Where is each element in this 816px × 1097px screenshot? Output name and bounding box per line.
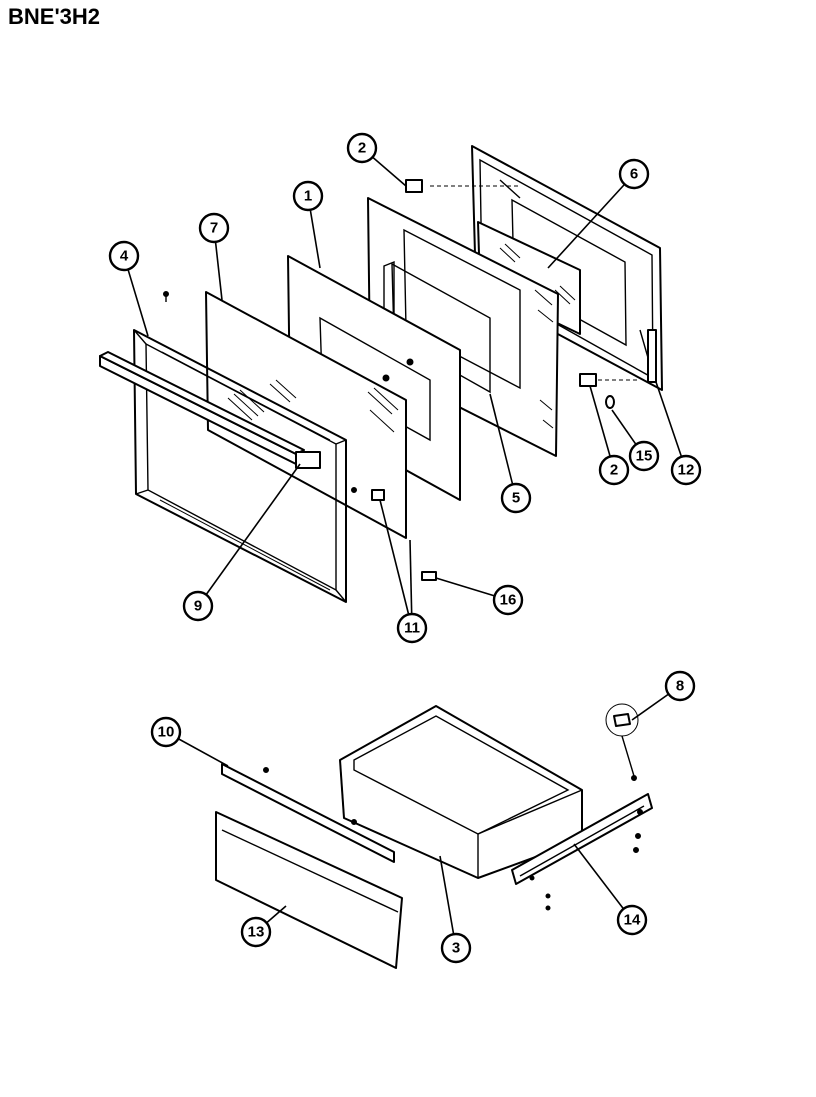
callout-label: 6 xyxy=(630,166,638,183)
slide-stop-detail xyxy=(605,703,639,777)
callout-2-top: 2 xyxy=(346,132,378,164)
door-handle xyxy=(99,351,321,469)
callout-14: 14 xyxy=(616,904,648,936)
drawer-box xyxy=(339,705,583,879)
callout-label: 5 xyxy=(512,490,520,507)
callout-label: 2 xyxy=(610,462,618,479)
callout-12: 12 xyxy=(670,454,702,486)
callout-7: 7 xyxy=(198,212,230,244)
callout-16: 16 xyxy=(492,584,524,616)
callout-label: 9 xyxy=(194,598,202,615)
callout-1: 1 xyxy=(292,180,324,212)
callout-label: 15 xyxy=(636,448,653,465)
callout-label: 16 xyxy=(500,592,517,609)
door-outer-frame xyxy=(133,329,347,603)
callout-label: 4 xyxy=(120,248,129,265)
callout-label: 13 xyxy=(248,924,265,941)
callout-10: 10 xyxy=(150,716,182,748)
callout-3: 3 xyxy=(440,932,472,964)
callout-9: 9 xyxy=(182,590,214,622)
callout-label: 14 xyxy=(624,912,641,929)
callout-2-bottom: 2 xyxy=(598,454,630,486)
door-outer-glass xyxy=(205,291,407,539)
callout-label: 1 xyxy=(304,188,312,205)
callout-label: 2 xyxy=(358,140,366,157)
model-number-title: BNE'3H2 xyxy=(8,4,101,29)
callout-4: 4 xyxy=(108,240,140,272)
drawer-bracket xyxy=(221,763,395,863)
callout-label: 8 xyxy=(676,678,684,695)
callout-label: 10 xyxy=(158,724,175,741)
callout-11: 11 xyxy=(396,612,428,644)
callout-6: 6 xyxy=(618,158,650,190)
callout-label: 7 xyxy=(210,220,218,237)
callout-13: 13 xyxy=(240,916,272,948)
callout-8: 8 xyxy=(664,670,696,702)
callout-label: 12 xyxy=(678,462,695,479)
callout-15: 15 xyxy=(628,440,660,472)
callout-label: 11 xyxy=(404,620,420,637)
drawer-slide xyxy=(511,775,653,911)
callout-5: 5 xyxy=(500,482,532,514)
drawer-front-panel xyxy=(215,811,403,969)
callout-label: 3 xyxy=(452,940,460,957)
